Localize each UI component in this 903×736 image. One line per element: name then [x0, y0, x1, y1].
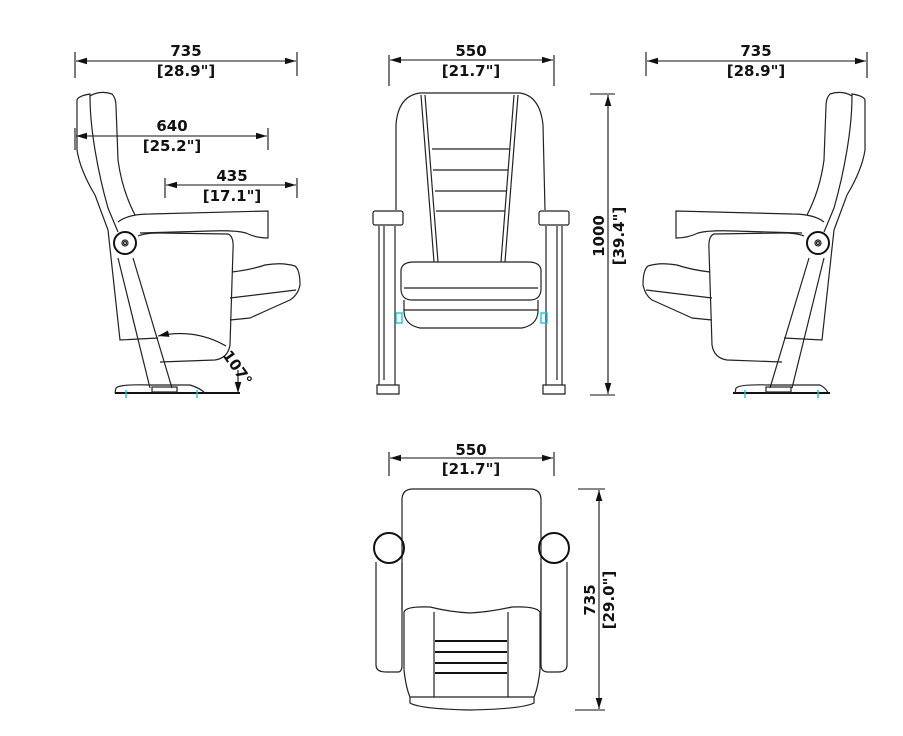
right-armrest-pivot — [538, 532, 570, 564]
left-side-view: 735 [28.9"] 640 [25.2"] 435 [17.1"] — [74, 42, 301, 398]
dimension-seat-depth: 435 [17.1"] — [164, 167, 298, 205]
dim-label-mm: 550 — [455, 441, 486, 459]
pivot-icon — [806, 231, 830, 255]
dimension-armrest-depth: 640 [25.2"] — [74, 117, 269, 155]
angle-label: 107° — [219, 347, 256, 389]
dimension-height-front: 1000 [39.4"] — [590, 93, 628, 396]
dim-label-mm: 735 — [740, 42, 771, 60]
dim-label-mm: 550 — [455, 42, 486, 60]
dim-label-in: [25.2"] — [143, 137, 202, 155]
dim-label-in: [21.7"] — [442, 62, 501, 80]
dimension-overall-depth-right: 735 [28.9"] — [645, 42, 868, 80]
front-view: 550 [21.7"] 1000 [39.4"] — [372, 42, 628, 396]
dim-label-in: [17.1"] — [203, 187, 262, 205]
dim-label-in: [29.0"] — [600, 571, 618, 630]
dim-label-in: [28.9"] — [727, 62, 786, 80]
dimension-overall-depth-left: 735 [28.9"] — [74, 42, 298, 80]
left-armrest — [372, 210, 404, 226]
dim-label-mm: 735 — [581, 584, 599, 615]
left-armrest-pivot — [373, 532, 405, 564]
dim-label-mm: 1000 — [590, 215, 608, 257]
dimension-width-front: 550 [21.7"] — [388, 42, 555, 86]
right-side-view: 735 [28.9"] — [642, 42, 868, 398]
dim-label-in: [21.7"] — [442, 460, 501, 478]
right-armrest — [538, 210, 570, 226]
dim-label-mm: 435 — [216, 167, 247, 185]
dimension-width-top: 550 [21.7"] — [388, 441, 555, 478]
dim-label-in: [39.4"] — [610, 207, 628, 266]
dim-label-mm: 640 — [156, 117, 187, 135]
dim-label-mm: 735 — [170, 42, 201, 60]
top-view: 550 [21.7"] 735 [29.0"] — [373, 441, 618, 711]
pivot-icon — [113, 231, 137, 255]
dim-label-in: [28.9"] — [157, 62, 216, 80]
dimension-depth-top: 735 [29.0"] — [575, 488, 618, 711]
